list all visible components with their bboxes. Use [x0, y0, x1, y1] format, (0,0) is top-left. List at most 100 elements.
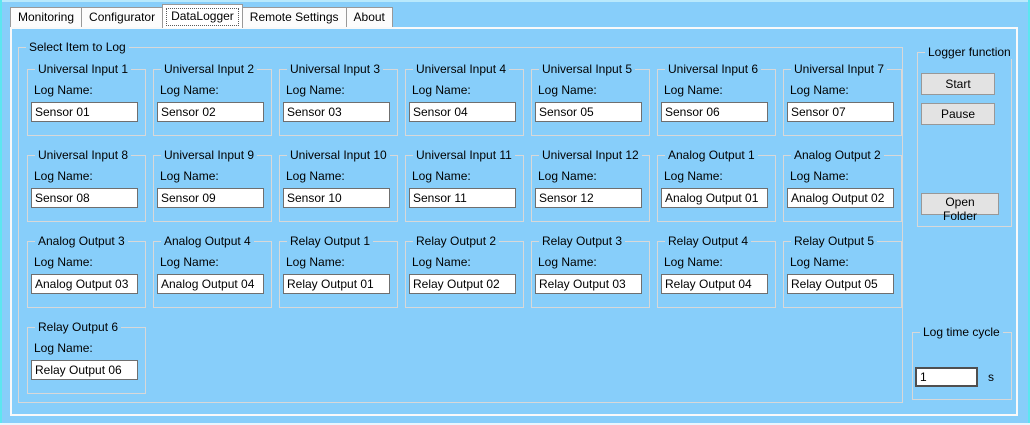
log-name-label: Log Name:	[790, 83, 849, 97]
log-item-title: Universal Input 11	[413, 148, 515, 162]
log-item-group: Relay Output 1 Log Name:	[279, 234, 398, 308]
log-name-input[interactable]	[157, 274, 264, 294]
log-item-title: Relay Output 2	[413, 234, 500, 248]
log-item-title: Universal Input 5	[539, 62, 636, 76]
log-name-label: Log Name:	[412, 255, 471, 269]
start-button[interactable]: Start	[921, 73, 995, 95]
log-name-input[interactable]	[283, 274, 390, 294]
log-name-label: Log Name:	[790, 169, 849, 183]
log-item-title: Analog Output 3	[35, 234, 128, 248]
log-time-cycle-title: Log time cycle	[920, 325, 1003, 339]
log-item-group: Relay Output 3 Log Name:	[531, 234, 650, 308]
log-name-input[interactable]	[535, 188, 642, 208]
log-name-input[interactable]	[31, 102, 138, 122]
log-name-input[interactable]	[157, 188, 264, 208]
log-name-input[interactable]	[661, 188, 768, 208]
log-item-title: Relay Output 6	[35, 320, 122, 334]
log-item-title: Universal Input 1	[35, 62, 132, 76]
log-name-input[interactable]	[409, 102, 516, 122]
log-name-input[interactable]	[661, 102, 768, 122]
log-item-group: Relay Output 6 Log Name:	[27, 320, 146, 394]
log-item-title: Universal Input 6	[665, 62, 762, 76]
log-name-label: Log Name:	[34, 255, 93, 269]
log-name-input[interactable]	[787, 102, 894, 122]
log-name-label: Log Name:	[790, 255, 849, 269]
log-item-group: Relay Output 4 Log Name:	[657, 234, 776, 308]
tab-about[interactable]: About	[345, 7, 393, 27]
log-name-input[interactable]	[31, 274, 138, 294]
window-border-top	[0, 0, 1030, 2]
window-border-left	[0, 0, 2, 425]
log-name-input[interactable]	[535, 274, 642, 294]
log-item-title: Universal Input 4	[413, 62, 510, 76]
log-item-title: Universal Input 7	[791, 62, 888, 76]
log-name-input[interactable]	[787, 188, 894, 208]
log-name-label: Log Name:	[160, 255, 219, 269]
log-name-label: Log Name:	[34, 83, 93, 97]
log-time-cycle-input[interactable]	[915, 367, 978, 387]
log-name-input[interactable]	[157, 102, 264, 122]
window-border-right	[1028, 0, 1030, 425]
log-name-label: Log Name:	[664, 169, 723, 183]
log-items-grid: Universal Input 1 Log Name: Universal In…	[27, 62, 902, 394]
log-name-input[interactable]	[661, 274, 768, 294]
log-item-title: Universal Input 8	[35, 148, 132, 162]
log-item-group: Analog Output 4 Log Name:	[153, 234, 272, 308]
log-item-title: Analog Output 2	[791, 148, 884, 162]
time-unit-label: s	[988, 370, 994, 384]
log-name-label: Log Name:	[34, 169, 93, 183]
tab-monitoring[interactable]: Monitoring	[10, 7, 83, 27]
log-item-group: Universal Input 2 Log Name:	[153, 62, 272, 136]
logger-function-group: Logger function Start Pause Open Folder	[917, 45, 1014, 227]
window-border-bottom	[0, 423, 1030, 425]
log-name-label: Log Name:	[286, 83, 345, 97]
log-name-input[interactable]	[283, 102, 390, 122]
log-name-label: Log Name:	[664, 255, 723, 269]
tab-configurator[interactable]: Configurator	[81, 7, 164, 27]
datalogger-tab-panel: Select Item to Log Universal Input 1 Log…	[10, 27, 1018, 416]
select-item-to-log-title: Select Item to Log	[26, 40, 129, 54]
log-time-cycle-group: Log time cycle s	[912, 325, 1012, 400]
select-item-to-log-group: Select Item to Log Universal Input 1 Log…	[18, 40, 903, 403]
log-item-group: Universal Input 4 Log Name:	[405, 62, 524, 136]
log-name-input[interactable]	[283, 188, 390, 208]
log-item-group: Analog Output 2 Log Name:	[783, 148, 902, 222]
log-item-title: Universal Input 12	[539, 148, 642, 162]
log-item-group: Relay Output 2 Log Name:	[405, 234, 524, 308]
log-name-label: Log Name:	[160, 169, 219, 183]
log-name-input[interactable]	[787, 274, 894, 294]
logger-function-title: Logger function	[925, 45, 1014, 59]
log-item-title: Analog Output 1	[665, 148, 758, 162]
log-name-input[interactable]	[409, 274, 516, 294]
log-item-title: Analog Output 4	[161, 234, 254, 248]
log-item-title: Relay Output 5	[791, 234, 878, 248]
log-name-label: Log Name:	[538, 255, 597, 269]
log-name-label: Log Name:	[286, 169, 345, 183]
log-item-group: Universal Input 7 Log Name:	[783, 62, 902, 136]
log-item-group: Universal Input 3 Log Name:	[279, 62, 398, 136]
log-item-title: Relay Output 3	[539, 234, 626, 248]
log-name-label: Log Name:	[412, 83, 471, 97]
log-name-input[interactable]	[409, 188, 516, 208]
log-item-group: Relay Output 5 Log Name:	[783, 234, 902, 308]
tab-datalogger[interactable]: DataLogger	[162, 4, 243, 28]
log-item-group: Analog Output 1 Log Name:	[657, 148, 776, 222]
log-name-label: Log Name:	[34, 341, 93, 355]
log-name-input[interactable]	[31, 360, 138, 380]
log-item-group: Universal Input 12 Log Name:	[531, 148, 650, 222]
log-name-input[interactable]	[535, 102, 642, 122]
pause-button[interactable]: Pause	[921, 103, 995, 125]
log-name-label: Log Name:	[160, 83, 219, 97]
log-item-group: Universal Input 8 Log Name:	[27, 148, 146, 222]
log-name-label: Log Name:	[412, 169, 471, 183]
tab-remote-settings[interactable]: Remote Settings	[241, 7, 347, 27]
log-item-title: Universal Input 9	[161, 148, 258, 162]
open-folder-button[interactable]: Open Folder	[921, 193, 999, 223]
log-name-input[interactable]	[31, 188, 138, 208]
log-item-title: Relay Output 1	[287, 234, 374, 248]
log-item-title: Universal Input 3	[287, 62, 384, 76]
log-item-group: Analog Output 3 Log Name:	[27, 234, 146, 308]
log-item-group: Universal Input 6 Log Name:	[657, 62, 776, 136]
log-name-label: Log Name:	[538, 169, 597, 183]
